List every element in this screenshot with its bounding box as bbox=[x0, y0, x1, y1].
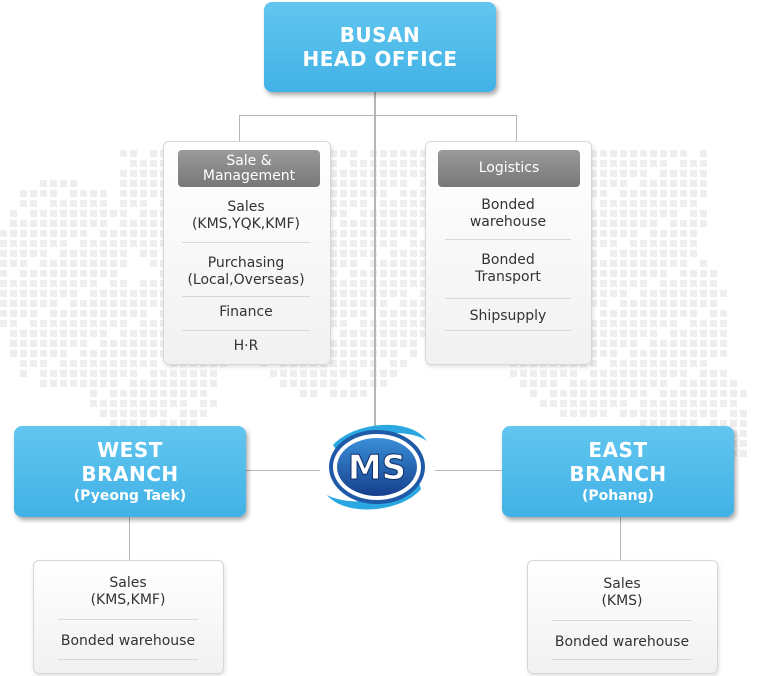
sale-item-purchasing-line2: (Local,Overseas) bbox=[187, 272, 305, 288]
head-office-line1: BUSAN bbox=[339, 23, 421, 47]
sale-item-purchasing-line1: Purchasing bbox=[207, 255, 285, 271]
west-item-bonded-warehouse[interactable]: Bonded warehouse bbox=[40, 631, 216, 651]
west-branch-line2: BRANCH bbox=[81, 462, 179, 486]
ms-logo: MS bbox=[327, 424, 427, 510]
logistics-item-bonded-transport-line1: Bonded bbox=[481, 252, 535, 268]
sale-item-hr-line1: H·R bbox=[233, 337, 259, 354]
sale-item-hr[interactable]: H·R bbox=[170, 336, 322, 356]
logistics-header-label: Logistics bbox=[478, 160, 540, 176]
east-branch-line2: BRANCH bbox=[569, 462, 667, 486]
separator bbox=[552, 659, 692, 660]
east-item-sales-line2: (KMS) bbox=[601, 593, 643, 609]
sale-item-sales[interactable]: Sales (KMS,YQK,KMF) bbox=[170, 196, 322, 236]
logistics-item-bonded-transport[interactable]: Bonded Transport bbox=[432, 251, 584, 287]
connector-top-horizontal bbox=[239, 115, 517, 116]
east-branch-panel bbox=[527, 560, 718, 674]
separator bbox=[182, 242, 310, 243]
west-branch-box[interactable]: WEST BRANCH (Pyeong Taek) bbox=[14, 426, 246, 517]
west-branch-location: (Pyeong Taek) bbox=[73, 488, 187, 504]
logistics-item-bonded-warehouse[interactable]: Bonded warehouse bbox=[432, 196, 584, 232]
east-item-bonded-warehouse[interactable]: Bonded warehouse bbox=[534, 632, 710, 652]
separator bbox=[445, 330, 571, 331]
connector-east-drop bbox=[620, 517, 621, 560]
connector-west-drop bbox=[129, 517, 130, 560]
head-office-line2: HEAD OFFICE bbox=[302, 47, 458, 71]
east-branch-location: (Pohang) bbox=[581, 488, 655, 504]
connector-east-link bbox=[435, 470, 503, 471]
west-item-sales-line2: (KMS,KMF) bbox=[90, 592, 166, 608]
sale-item-sales-line1: Sales bbox=[227, 199, 265, 215]
logistics-item-shipsupply-line1: Shipsupply bbox=[469, 307, 547, 324]
east-branch-line1: EAST bbox=[588, 438, 648, 462]
separator bbox=[58, 659, 198, 660]
connector-logistics-drop bbox=[516, 115, 517, 142]
west-branch-panel bbox=[33, 560, 224, 674]
sale-management-header-line2: Management bbox=[202, 167, 296, 184]
separator bbox=[182, 296, 310, 297]
logistics-item-shipsupply[interactable]: Shipsupply bbox=[432, 306, 584, 326]
east-branch-box[interactable]: EAST BRANCH (Pohang) bbox=[502, 426, 734, 517]
west-branch-line1: WEST bbox=[97, 438, 163, 462]
sale-management-header-line1: Sale & bbox=[226, 152, 272, 169]
connector-head-trunk bbox=[374, 92, 376, 472]
sale-item-sales-line2: (KMS,YQK,KMF) bbox=[191, 216, 301, 232]
west-item-sales-line1: Sales bbox=[109, 575, 147, 591]
separator bbox=[182, 330, 310, 331]
separator bbox=[445, 298, 571, 299]
sale-item-finance-line1: Finance bbox=[219, 303, 273, 320]
west-item-bonded-warehouse-line1: Bonded warehouse bbox=[60, 632, 196, 649]
head-office-box[interactable]: BUSAN HEAD OFFICE bbox=[264, 2, 496, 92]
east-item-bonded-warehouse-line1: Bonded warehouse bbox=[554, 633, 690, 650]
east-item-sales-line1: Sales bbox=[603, 576, 641, 592]
east-item-sales[interactable]: Sales (KMS) bbox=[534, 573, 710, 613]
connector-sale-drop bbox=[239, 115, 240, 142]
logo-text: MS bbox=[348, 448, 406, 488]
logistics-item-bonded-warehouse-line1: Bonded bbox=[481, 197, 535, 213]
logistics-item-bonded-warehouse-line2: warehouse bbox=[469, 214, 547, 230]
connector-west-link bbox=[245, 470, 320, 471]
sale-item-purchasing[interactable]: Purchasing (Local,Overseas) bbox=[170, 252, 322, 292]
logistics-item-bonded-transport-line2: Transport bbox=[475, 269, 541, 285]
logistics-header[interactable]: Logistics bbox=[438, 150, 580, 187]
west-item-sales[interactable]: Sales (KMS,KMF) bbox=[40, 572, 216, 612]
separator bbox=[445, 239, 571, 240]
sale-item-finance[interactable]: Finance bbox=[170, 302, 322, 322]
separator bbox=[58, 619, 198, 620]
separator bbox=[552, 620, 692, 621]
sale-management-header[interactable]: Sale & Management bbox=[178, 150, 320, 187]
